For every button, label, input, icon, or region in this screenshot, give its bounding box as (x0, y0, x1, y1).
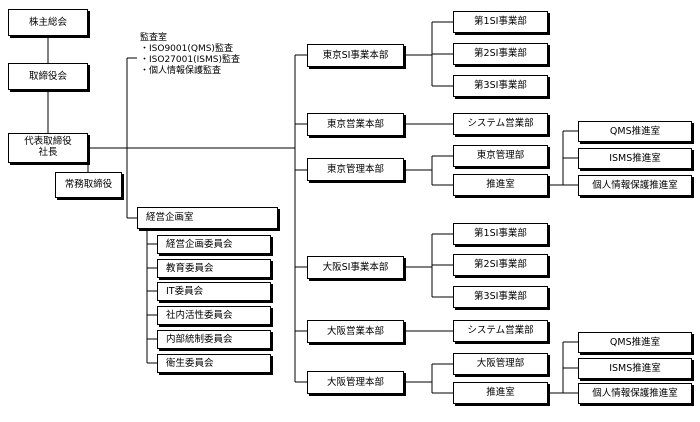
shareholders-label: 株主総会 (28, 16, 67, 28)
tokyo-sales-unit: システム営業部 (453, 113, 548, 135)
tokyo-promo-office: ISMS推進室 (578, 148, 692, 169)
osaka-promo-office: QMS推進室 (578, 332, 692, 353)
unit-label: 第3SI事業部 (474, 291, 527, 303)
division-label: 大阪管理本部 (326, 376, 384, 388)
unit-label: 東京管理部 (476, 150, 525, 162)
committee-label: 衛生委員会 (166, 357, 214, 369)
osaka-si-unit: 第1SI事業部 (453, 223, 548, 245)
ceo-title: 代表取締役 (24, 136, 72, 148)
committee-box: 経営企画委員会 (157, 235, 271, 254)
committee-label: 経営企画委員会 (166, 238, 233, 250)
tokyo-sales-division: 東京営業本部 (307, 113, 404, 136)
planning-office-label: 経営企画室 (146, 212, 194, 224)
tokyo-si-division: 東京SI事業本部 (307, 44, 404, 67)
committee-box: 教育委員会 (157, 259, 271, 278)
promo-label: 個人情報保護推進室 (592, 387, 678, 399)
board-label: 取締役会 (28, 70, 67, 82)
committee-label: IT委員会 (166, 285, 204, 297)
promo-label: ISMS推進室 (609, 152, 661, 164)
tokyo-admin-unit: 東京管理部 (453, 145, 548, 167)
unit-label: 第2SI事業部 (474, 259, 527, 271)
unit-label: 第3SI事業部 (474, 80, 527, 92)
tokyo-promo-office: QMS推進室 (578, 121, 692, 142)
osaka-si-division: 大阪SI事業本部 (307, 256, 404, 279)
tokyo-si-unit: 第2SI事業部 (453, 43, 548, 65)
tokyo-promotion-unit: 推進室 (453, 174, 548, 196)
division-label: 東京SI事業本部 (322, 49, 389, 61)
planning-office-box: 経営企画室 (137, 207, 278, 229)
promo-label: 個人情報保護推進室 (592, 179, 678, 191)
unit-label: 大阪管理部 (476, 358, 525, 370)
audit-item: ・ISO9001(QMS)監査 (140, 44, 233, 54)
promo-label: ISMS推進室 (609, 362, 661, 374)
committee-box: 衛生委員会 (157, 354, 271, 373)
unit-label: 第2SI事業部 (474, 48, 527, 60)
osaka-sales-unit: システム営業部 (453, 320, 548, 342)
audit-title: 監査室 (140, 33, 168, 43)
unit-label: システム営業部 (467, 118, 534, 130)
osaka-promo-office: ISMS推進室 (578, 358, 692, 379)
division-label: 東京管理本部 (326, 163, 384, 175)
ceo-box: 代表取締役 社長 (8, 133, 88, 163)
unit-label: システム営業部 (467, 325, 534, 337)
osaka-admin-division: 大阪管理本部 (307, 371, 404, 394)
unit-label: 推進室 (486, 387, 515, 399)
promo-label: QMS推進室 (609, 125, 661, 137)
osaka-promo-office: 個人情報保護推進室 (578, 383, 692, 404)
osaka-si-unit: 第3SI事業部 (453, 286, 548, 308)
unit-label: 第1SI事業部 (474, 228, 527, 240)
audit-office: 監査室 ・ISO9001(QMS)監査 ・ISO27001(ISMS)監査 ・個… (140, 33, 240, 77)
division-label: 東京営業本部 (326, 118, 384, 130)
tokyo-promo-office: 個人情報保護推進室 (578, 175, 692, 196)
committee-box: IT委員会 (157, 282, 271, 301)
audit-item: ・ISO27001(ISMS)監査 (140, 55, 240, 65)
division-label: 大阪営業本部 (326, 325, 384, 337)
unit-label: 第1SI事業部 (474, 16, 527, 28)
committee-label: 内部統制委員会 (166, 333, 233, 345)
ceo-sub: 社長 (38, 147, 58, 158)
osaka-admin-unit: 大阪管理部 (453, 353, 548, 375)
osaka-sales-division: 大阪営業本部 (307, 320, 404, 343)
division-label: 大阪SI事業本部 (322, 261, 389, 273)
managing-director-label: 常務取締役 (64, 179, 113, 191)
osaka-si-unit: 第2SI事業部 (453, 254, 548, 276)
tokyo-admin-division: 東京管理本部 (307, 158, 404, 181)
tokyo-si-unit: 第1SI事業部 (453, 11, 548, 33)
board-box: 取締役会 (8, 63, 88, 90)
committee-label: 教育委員会 (166, 262, 214, 274)
audit-item: ・個人情報保護監査 (140, 66, 222, 76)
unit-label: 推進室 (486, 179, 515, 191)
committee-label: 社内活性委員会 (166, 309, 233, 321)
managing-director-box: 常務取締役 (55, 172, 122, 198)
tokyo-si-unit: 第3SI事業部 (453, 75, 548, 97)
promo-label: QMS推進室 (609, 336, 661, 348)
osaka-promotion-unit: 推進室 (453, 382, 548, 404)
shareholders-box: 株主総会 (8, 9, 88, 36)
committee-box: 内部統制委員会 (157, 330, 271, 349)
committee-box: 社内活性委員会 (157, 306, 271, 325)
